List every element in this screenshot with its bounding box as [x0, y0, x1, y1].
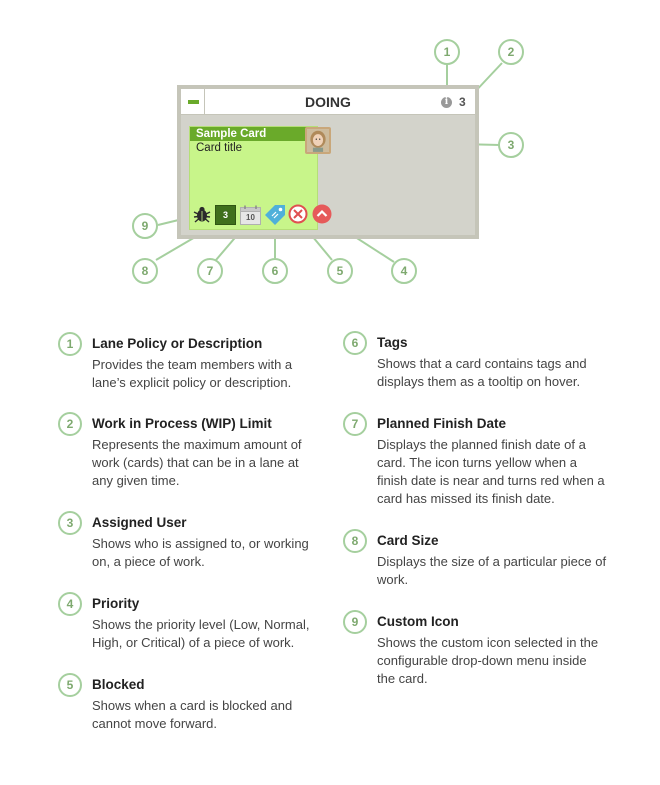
legend-title: Assigned User — [92, 515, 187, 530]
legend-description: Displays the planned finish date of a ca… — [377, 437, 605, 506]
callout-5: 5 — [327, 258, 353, 284]
callout-4: 4 — [391, 258, 417, 284]
wip-limit: 3 — [459, 95, 466, 109]
planned-finish-day: 10 — [246, 213, 255, 222]
card-header: Sample Card — [190, 127, 317, 141]
callout-6: 6 — [262, 258, 288, 284]
lane-header: DOING i 3 — [181, 89, 475, 115]
callout-7: 7 — [197, 258, 223, 284]
legend-title: Card Size — [377, 533, 439, 548]
card-title: Card title — [196, 142, 243, 154]
card-size-badge: 3 — [215, 205, 236, 225]
bug-icon[interactable] — [193, 205, 211, 223]
legend-title: Tags — [377, 335, 408, 350]
lane-title: DOING — [305, 94, 351, 110]
callout-2: 2 — [498, 39, 524, 65]
collapse-lane-button[interactable] — [181, 89, 205, 114]
calendar-icon[interactable]: 10 — [240, 205, 261, 225]
assigned-user-avatar[interactable] — [305, 127, 331, 154]
priority-up-icon[interactable] — [312, 204, 332, 224]
legend-description: Shows the custom icon selected in the co… — [377, 635, 599, 686]
legend-number: 9 — [343, 610, 367, 634]
card-size-value: 3 — [222, 210, 228, 220]
info-icon[interactable]: i — [441, 97, 452, 108]
legend-description: Shows when a card is blocked and cannot … — [92, 698, 293, 731]
callout-9: 9 — [132, 213, 158, 239]
legend-title: Lane Policy or Description — [92, 336, 263, 351]
legend-title: Planned Finish Date — [377, 416, 507, 431]
legend-number: 5 — [58, 673, 82, 697]
legend-number: 4 — [58, 592, 82, 616]
legend-number: 7 — [343, 412, 367, 436]
blocked-icon[interactable] — [288, 204, 308, 224]
legend-number: 1 — [58, 332, 82, 356]
legend-description: Represents the maximum amount of work (c… — [92, 437, 302, 488]
legend-title: Work in Process (WIP) Limit — [92, 416, 272, 431]
legend-number: 6 — [343, 331, 367, 355]
tag-icon[interactable] — [264, 204, 286, 226]
legend-title: Priority — [92, 596, 140, 611]
legend-number: 2 — [58, 412, 82, 436]
legend-description: Shows the priority level (Low, Normal, H… — [92, 617, 310, 650]
legend-description: Shows that a card contains tags and disp… — [377, 356, 587, 389]
callout-3: 3 — [498, 132, 524, 158]
legend-description: Provides the team members with a lane’s … — [92, 357, 293, 390]
callout-8: 8 — [132, 258, 158, 284]
legend-title: Custom Icon — [377, 614, 459, 629]
legend-number: 3 — [58, 511, 82, 535]
legend-title: Blocked — [92, 677, 145, 692]
legend-number: 8 — [343, 529, 367, 553]
callout-1: 1 — [434, 39, 460, 65]
legend-description: Displays the size of a particular piece … — [377, 554, 607, 587]
legend-description: Shows who is assigned to, or working on,… — [92, 536, 309, 569]
